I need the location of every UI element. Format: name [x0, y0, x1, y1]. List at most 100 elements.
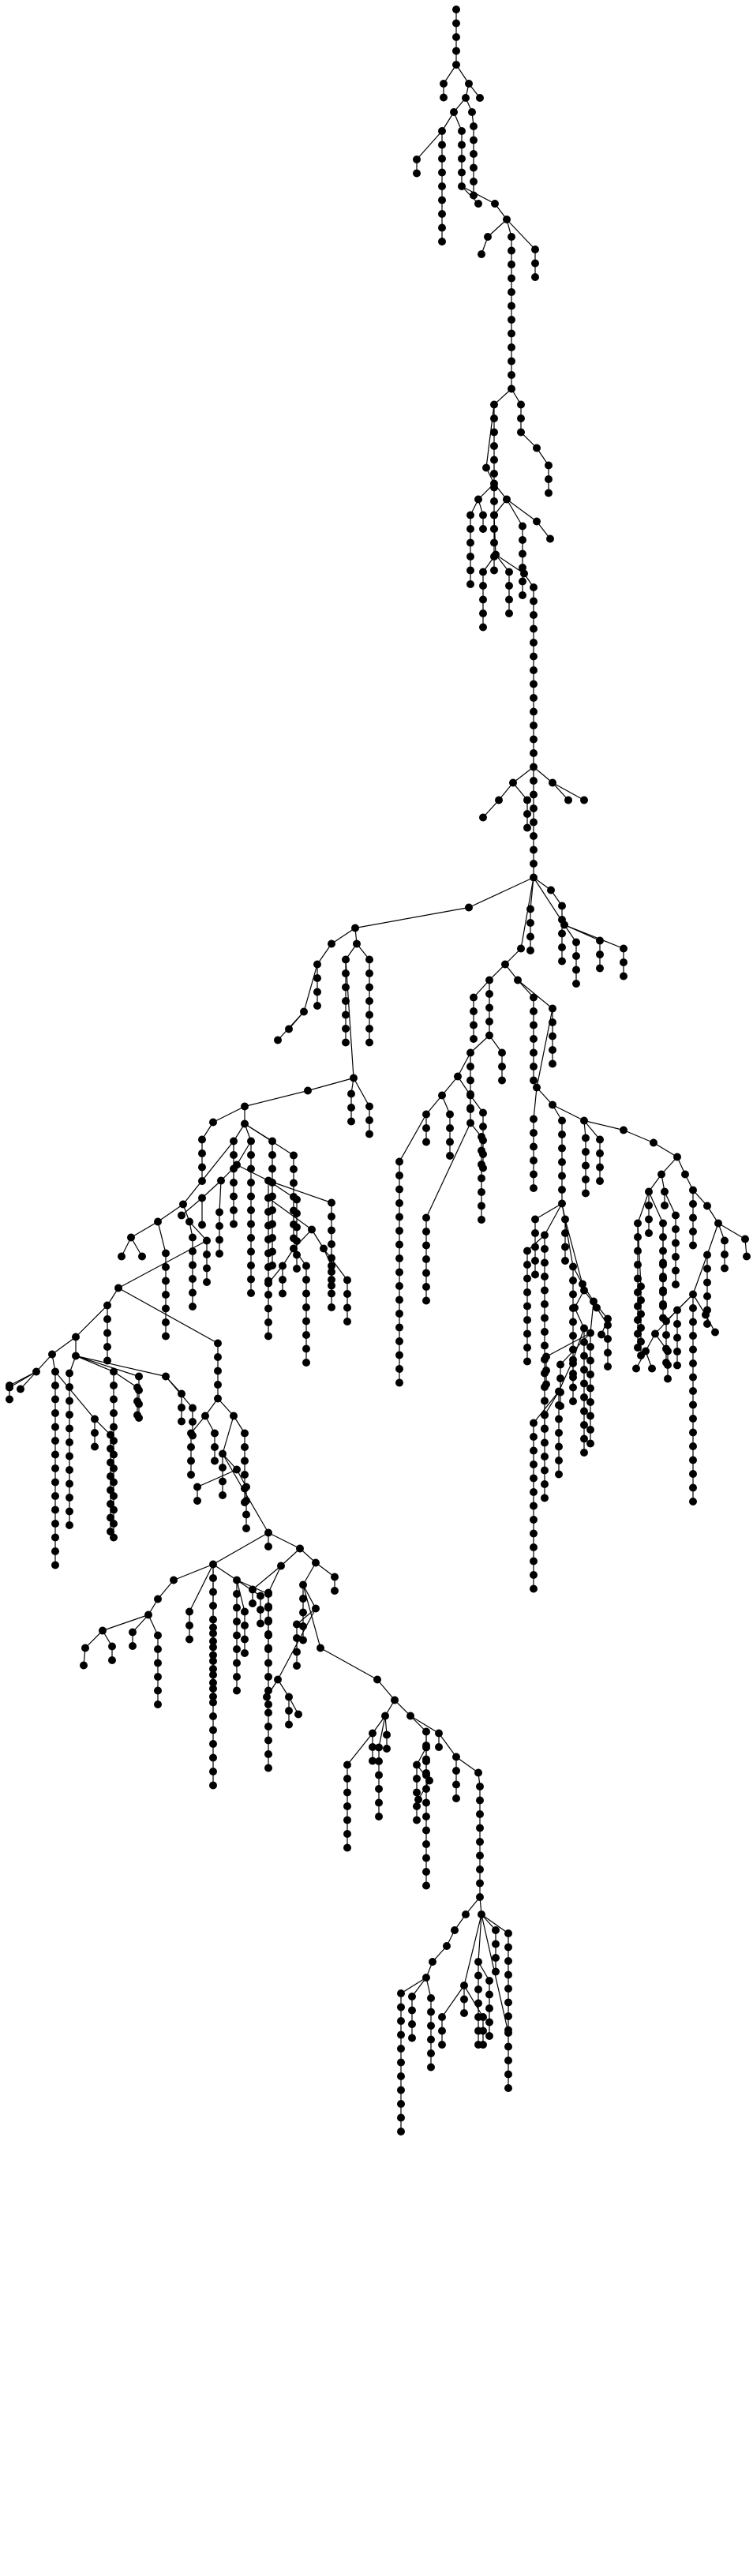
tree-edge: [493, 515, 496, 555]
tree-node: [343, 1276, 351, 1284]
tree-node: [66, 1479, 73, 1488]
tree-node: [264, 1750, 272, 1758]
tree-node: [452, 19, 460, 28]
tree-node: [620, 972, 628, 981]
tree-node: [555, 1429, 563, 1437]
tree-node: [530, 818, 538, 827]
tree-node: [479, 813, 487, 822]
tree-node: [586, 1384, 594, 1393]
tree-node: [504, 2042, 512, 2051]
tree-node: [530, 873, 538, 882]
tree-node: [530, 639, 538, 647]
tree-node: [530, 993, 538, 1002]
tree-node: [91, 1415, 99, 1423]
tree-node: [485, 1018, 493, 1026]
tree-node: [504, 1985, 512, 1993]
tree-node: [302, 1344, 310, 1353]
tree-node: [555, 1442, 563, 1451]
tree-node: [110, 1382, 118, 1389]
tree-node: [408, 2020, 416, 2028]
tree-node: [530, 611, 538, 619]
tree-node: [365, 955, 373, 964]
tree-node: [308, 1225, 316, 1234]
tree-node: [672, 1225, 680, 1233]
tree-node: [107, 1458, 114, 1467]
tree-node: [582, 1148, 590, 1156]
tree-node: [637, 1324, 645, 1332]
tree-node: [375, 1798, 383, 1807]
tree-node: [91, 1442, 99, 1451]
tree-node: [533, 1083, 541, 1092]
tree-node: [558, 902, 566, 910]
tree-node: [110, 1520, 118, 1528]
tree-edge: [416, 130, 443, 160]
tree-node: [264, 1236, 272, 1243]
tree-node: [645, 1187, 653, 1196]
tree-node: [264, 1221, 272, 1230]
tree-node: [673, 1348, 681, 1355]
tree-node: [452, 33, 460, 41]
tree-node: [634, 1329, 642, 1338]
tree-node: [162, 1332, 170, 1340]
tree-node: [485, 2018, 493, 2027]
tree-node: [395, 1157, 403, 1166]
tree-node: [541, 1397, 549, 1405]
tree-node: [490, 525, 498, 533]
tree-node: [135, 1414, 143, 1422]
tree-node: [127, 1233, 135, 1242]
tree-node: [302, 1317, 310, 1325]
tree-node: [438, 155, 446, 163]
tree-node: [66, 1494, 73, 1502]
tree-edge: [75, 1305, 108, 1337]
tree-node: [187, 1471, 195, 1479]
tree-node: [247, 1275, 255, 1284]
tree-node: [582, 1134, 590, 1142]
tree-node: [519, 536, 526, 544]
tree-edge: [425, 1095, 443, 1115]
tree-node: [66, 1452, 73, 1460]
tree-node: [492, 1940, 500, 1948]
tree-node: [460, 1982, 468, 1989]
tree-node: [135, 1372, 143, 1381]
tree-node: [572, 952, 580, 960]
tree-node: [397, 2086, 405, 2094]
tree-node: [504, 2057, 512, 2064]
tree-node: [498, 1063, 506, 1071]
tree-node: [209, 1657, 217, 1665]
tree-node: [209, 1753, 217, 1762]
tree-node: [505, 568, 513, 576]
tree-node: [689, 1186, 697, 1194]
tree-edge: [236, 1164, 269, 1182]
tree-node: [530, 1157, 538, 1164]
tree-node: [264, 1603, 272, 1612]
tree-node: [214, 1394, 222, 1403]
tree-node: [490, 400, 498, 409]
tree-node: [470, 150, 478, 158]
tree-node: [659, 1219, 667, 1228]
tree-node: [397, 2003, 405, 2012]
tree-edge: [470, 1035, 490, 1053]
tree-node: [519, 522, 526, 531]
tree-node: [673, 1306, 681, 1314]
tree-node: [233, 1161, 241, 1169]
tree-edge: [545, 1332, 591, 1358]
tree-node: [485, 2004, 493, 2012]
tree-node: [219, 1491, 227, 1499]
tree-node: [187, 1457, 195, 1465]
tree-node: [470, 993, 478, 1002]
tree-edge: [376, 1679, 395, 1700]
tree-node: [541, 1286, 549, 1295]
tree-node: [214, 1367, 222, 1375]
tree-node: [530, 1446, 538, 1455]
tree-node: [485, 2032, 493, 2040]
tree-node: [209, 1698, 217, 1707]
tree-node: [721, 1264, 729, 1273]
tree-node: [476, 1824, 484, 1832]
tree-node: [458, 155, 466, 163]
tree-node: [209, 1560, 217, 1569]
tree-node: [247, 1247, 255, 1256]
tree-node: [672, 1211, 680, 1220]
tree-node: [648, 1364, 656, 1373]
tree-node: [209, 1693, 217, 1700]
tree-node: [249, 1585, 257, 1594]
